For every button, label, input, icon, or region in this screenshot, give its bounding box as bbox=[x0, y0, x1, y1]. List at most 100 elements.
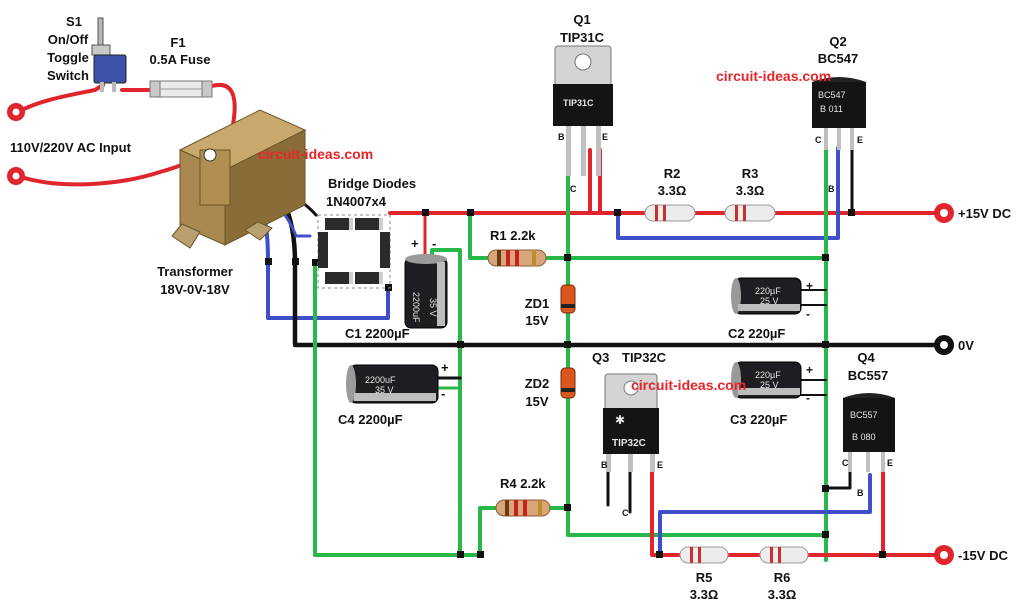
q2-ref-label: Q2 bbox=[829, 34, 846, 49]
bridge-diodes bbox=[317, 214, 391, 289]
q1-body-text: TIP31C bbox=[563, 98, 594, 108]
q4-pin-b: B bbox=[857, 488, 864, 498]
transformer bbox=[171, 109, 307, 249]
q1-emitter-red bbox=[598, 148, 647, 215]
toggle-switch-s1 bbox=[91, 17, 127, 92]
c2-cap-voltage: 25 V bbox=[760, 296, 779, 306]
resistor-r6 bbox=[759, 546, 809, 564]
terminal-0v bbox=[934, 335, 954, 355]
transistor-q3: ✱ TIP32C B E C bbox=[601, 373, 663, 518]
q1-pin-b: B bbox=[558, 132, 565, 142]
c1-cap-text: 2200uF bbox=[411, 292, 421, 323]
c2-plus: + bbox=[806, 279, 813, 293]
r5-ref-label: R5 bbox=[696, 570, 713, 585]
c2-minus: - bbox=[806, 307, 810, 321]
c1-plus: + bbox=[411, 236, 419, 251]
q3-emitter-red bbox=[650, 468, 682, 557]
q4-body-1: BC557 bbox=[850, 410, 878, 420]
ac-terminal-top bbox=[7, 103, 25, 121]
r1-label: R1 2.2k bbox=[490, 228, 536, 243]
ac-wire-top bbox=[16, 83, 105, 114]
s1-line3-label: Toggle bbox=[47, 50, 89, 65]
c4-label: C4 2200µF bbox=[338, 412, 403, 427]
watermark-2: circuit-ideas.com bbox=[716, 68, 831, 84]
c3-cap-text: 220µF bbox=[755, 370, 781, 380]
ac-terminal-bottom bbox=[7, 167, 25, 185]
ac-input-label: 110V/220V AC Input bbox=[10, 140, 132, 155]
r2-ref-label: R2 bbox=[664, 166, 681, 181]
out-pos-label: +15V DC bbox=[958, 206, 1012, 221]
q4-body-2: B 080 bbox=[852, 432, 876, 442]
bridge-label: Bridge Diodes bbox=[328, 176, 416, 191]
resistor-r2 bbox=[644, 204, 696, 222]
q3-pin-b: B bbox=[601, 460, 608, 470]
zener-zd2 bbox=[560, 367, 576, 399]
c3-plus: + bbox=[806, 363, 813, 377]
capacitor-c3: 220µF 25 V + - bbox=[731, 361, 813, 405]
ac-wire-bottom bbox=[16, 148, 202, 187]
watermark-1: circuit-ideas.com bbox=[258, 146, 373, 162]
transformer-label: Transformer bbox=[157, 264, 233, 279]
r5-value-label: 3.3Ω bbox=[690, 587, 719, 602]
c3-label: C3 220µF bbox=[730, 412, 787, 427]
q1-pin-c: C bbox=[570, 184, 577, 194]
zener-zd1 bbox=[560, 284, 576, 314]
zd1-value-label: 15V bbox=[525, 313, 548, 328]
zd2-ref-label: ZD2 bbox=[525, 376, 550, 391]
wires bbox=[16, 82, 943, 562]
capacitor-c1: 2200uF 35 V + - bbox=[404, 236, 448, 329]
r3-value-label: 3.3Ω bbox=[736, 183, 765, 198]
q3-label: Q3 bbox=[592, 350, 609, 365]
terminal-pos-15v bbox=[934, 203, 954, 223]
q1-blue bbox=[616, 146, 840, 240]
r2-value-label: 3.3Ω bbox=[658, 183, 687, 198]
c3-minus: - bbox=[806, 391, 810, 405]
transistor-q4: BC557 B 080 C E B bbox=[842, 393, 895, 498]
labels: S1 On/Off Toggle Switch F1 0.5A Fuse 110… bbox=[10, 12, 1012, 602]
c2-label: C2 220µF bbox=[728, 326, 785, 341]
q4-pin-c: C bbox=[842, 458, 849, 468]
zd2-value-label: 15V bbox=[525, 394, 548, 409]
resistor-r1 bbox=[487, 249, 547, 267]
resistor-r4 bbox=[495, 499, 551, 517]
s1-line2-label: On/Off bbox=[48, 32, 89, 47]
transformer-value-label: 18V-0V-18V bbox=[160, 282, 230, 297]
r4-label: R4 2.2k bbox=[500, 476, 546, 491]
q3-blue bbox=[658, 473, 872, 557]
q4-pin-e: E bbox=[887, 458, 893, 468]
r3-ref-label: R3 bbox=[742, 166, 759, 181]
q3-logo-icon: ✱ bbox=[615, 413, 625, 427]
zd-low-green bbox=[566, 396, 827, 537]
watermark-3: circuit-ideas.com bbox=[631, 377, 746, 393]
c4-minus: - bbox=[441, 386, 445, 401]
c1-minus: - bbox=[432, 236, 436, 251]
fuse-to-transformer-wire bbox=[210, 82, 237, 132]
terminal-neg-15v bbox=[934, 545, 954, 565]
f1-value-label: 0.5A Fuse bbox=[150, 52, 211, 67]
q3-pin-e: E bbox=[657, 460, 663, 470]
q4-ref-label: Q4 bbox=[857, 350, 875, 365]
c4-cap-text: 2200uF bbox=[365, 375, 396, 385]
c3-cap-voltage: 25 V bbox=[760, 380, 779, 390]
s1-ref-label: S1 bbox=[66, 14, 82, 29]
q2-pin-c: C bbox=[815, 135, 822, 145]
c4-plus: + bbox=[441, 360, 449, 375]
c4-cap-voltage: 35 V bbox=[375, 385, 394, 395]
q4-part-label: BC557 bbox=[848, 368, 888, 383]
out-neg-label: -15V DC bbox=[958, 548, 1008, 563]
q3-pin-c: C bbox=[622, 508, 629, 518]
c2-cap-text: 220µF bbox=[755, 286, 781, 296]
q1-ref-label: Q1 bbox=[573, 12, 590, 27]
q2-pin-b: B bbox=[828, 184, 835, 194]
q2-pin-e: E bbox=[857, 135, 863, 145]
transistor-q1: TIP31C B E C bbox=[553, 45, 613, 194]
r1-wire bbox=[468, 211, 492, 260]
watermarks: circuit-ideas.com circuit-ideas.com circ… bbox=[258, 68, 831, 393]
zd1-ref-label: ZD1 bbox=[525, 296, 550, 311]
f1-ref-label: F1 bbox=[170, 35, 185, 50]
q2-body-1: BC547 bbox=[818, 90, 846, 100]
capacitor-c2: 220µF 25 V + - bbox=[731, 277, 813, 321]
bridge-value-label: 1N4007x4 bbox=[326, 194, 387, 209]
capacitor-c4: 2200uF 35 V + - bbox=[346, 360, 449, 404]
